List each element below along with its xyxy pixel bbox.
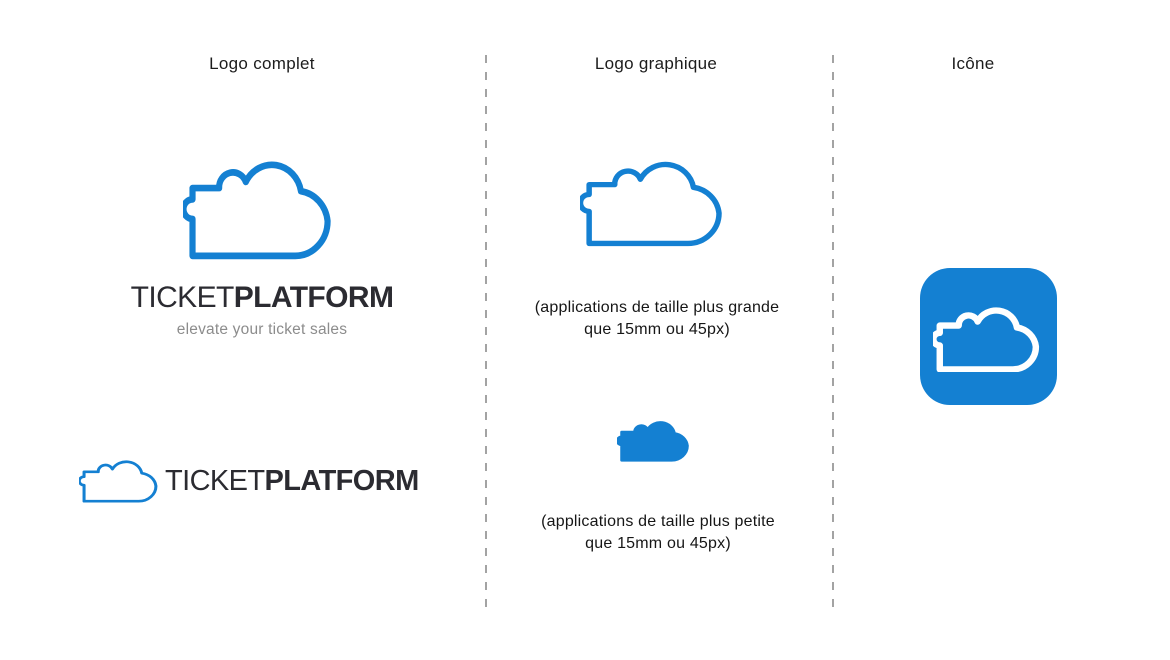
caption-line: (applications de taille plus grande <box>534 299 780 316</box>
wordmark-platform: PLATFORM <box>264 465 420 497</box>
column-header-icon: Icône <box>951 54 995 73</box>
caption-line: que 15mm ou 45px) <box>585 535 731 552</box>
wordmark-ticket: TICKET <box>165 465 265 497</box>
caption-large-usage: (applications de taille plus grande que … <box>497 297 817 341</box>
caption-small-usage: (applications de taille plus petite que … <box>498 511 818 555</box>
cloud-ticket-filled-icon <box>617 421 689 462</box>
caption-line: (applications de taille plus petite <box>541 513 775 530</box>
column-header-full-logo: Logo complet <box>209 54 315 73</box>
cloud-ticket-outline-icon <box>580 161 722 247</box>
column-divider-left <box>485 55 487 612</box>
wordmark-ticket: TICKET <box>130 281 235 314</box>
wordmark-stacked: TICKETPLATFORM <box>112 281 412 315</box>
cloud-app-tile-icon <box>920 268 1057 405</box>
wordmark-horizontal: TICKETPLATFORM <box>165 464 425 498</box>
cloud-ticket-outline-icon <box>183 161 331 260</box>
cloud-ticket-white-outline-icon <box>933 307 1040 372</box>
tagline: elevate your ticket sales <box>176 321 348 338</box>
cloud-ticket-outline-icon <box>79 460 158 503</box>
caption-line: que 15mm ou 45px) <box>584 321 730 338</box>
column-header-graphic-logo: Logo graphique <box>594 54 718 73</box>
wordmark-platform: PLATFORM <box>233 281 394 314</box>
column-divider-right <box>832 55 834 612</box>
